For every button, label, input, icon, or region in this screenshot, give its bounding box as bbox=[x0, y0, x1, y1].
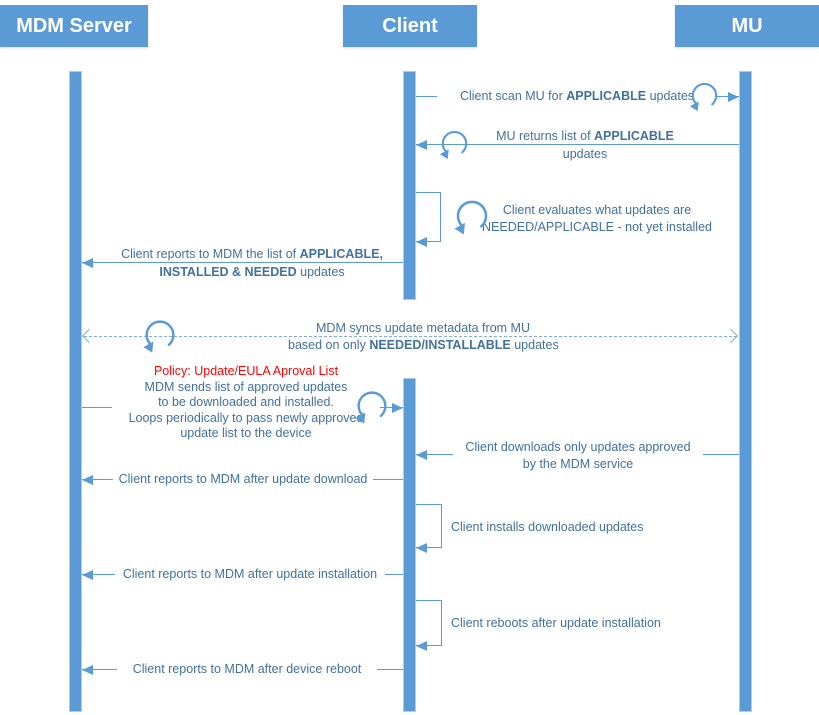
message-label-report-reboot: Client reports to MDM after device reboo… bbox=[117, 661, 377, 677]
message-label-report-install: Client reports to MDM after update insta… bbox=[115, 566, 385, 582]
message-label-evaluates-2: NEEDED/APPLICABLE - not yet installed bbox=[482, 220, 712, 234]
policy-title: Policy: Update/EULA Aproval List bbox=[153, 364, 339, 378]
message-label-reports-list-2: INSTALLED & NEEDED updates bbox=[112, 264, 392, 280]
policy-line-2: to be downloaded and installed. bbox=[158, 395, 334, 409]
policy-line-1: MDM sends list of approved updates bbox=[144, 379, 348, 394]
lifeline-client-upper bbox=[403, 71, 416, 300]
self-message-bracket bbox=[416, 192, 441, 242]
message-label-sync-1: MDM syncs update metadata from MU bbox=[288, 320, 558, 336]
lifeline-mdm bbox=[69, 71, 82, 712]
actor-client: Client bbox=[343, 5, 477, 47]
arrowhead-right bbox=[392, 403, 403, 413]
message-label-downloads-1: Client downloads only updates approved bbox=[453, 439, 703, 455]
policy-annotation: Policy: Update/EULA Aproval List MDM sen… bbox=[112, 364, 380, 442]
arrowhead-left bbox=[416, 237, 427, 247]
message-label-installs: Client installs downloaded updates bbox=[451, 520, 644, 534]
message-label-mu-returns-2: updates bbox=[460, 146, 710, 162]
policy-line-3: Loops periodically to pass newly approve… bbox=[128, 410, 364, 425]
arrowhead-left bbox=[82, 258, 93, 268]
message-label-downloads-2: by the MDM service bbox=[453, 456, 703, 472]
open-arrowhead-left bbox=[81, 328, 97, 344]
lifeline-client-lower bbox=[403, 378, 416, 712]
message-line-dashed bbox=[84, 336, 737, 337]
policy-line-4: update list to the device bbox=[180, 426, 312, 440]
open-arrowhead-right bbox=[723, 328, 739, 344]
message-line bbox=[82, 262, 403, 263]
arrowhead-left bbox=[416, 140, 427, 150]
arrowhead-right bbox=[728, 92, 739, 102]
message-label-evaluates-1: Client evaluates what updates are bbox=[502, 203, 692, 217]
loop-icon bbox=[143, 320, 175, 353]
arrowhead-left bbox=[416, 450, 427, 460]
arrowhead-left bbox=[82, 475, 93, 485]
message-label-reports-list-1: Client reports to MDM the list of APPLIC… bbox=[112, 246, 392, 262]
loop-icon bbox=[689, 82, 718, 112]
arrowhead-left bbox=[82, 570, 93, 580]
self-message-bracket bbox=[416, 504, 442, 548]
message-label-mu-returns-1: MU returns list of APPLICABLE bbox=[460, 128, 710, 144]
loop-icon bbox=[454, 200, 488, 235]
message-label-scan: Client scan MU for APPLICABLE updates bbox=[437, 88, 717, 104]
message-label-report-download: Client reports to MDM after update downl… bbox=[113, 471, 373, 487]
loop-icon bbox=[439, 130, 468, 160]
message-label-sync-2: based on only NEEDED/INSTALLABLE updates bbox=[288, 337, 559, 353]
self-message-bracket bbox=[416, 600, 442, 646]
arrowhead-left bbox=[416, 543, 427, 553]
loop-icon bbox=[355, 391, 387, 424]
message-line bbox=[416, 144, 739, 145]
arrowhead-left bbox=[82, 665, 93, 675]
actor-mdm-server: MDM Server bbox=[0, 5, 148, 47]
arrowhead-left bbox=[416, 641, 427, 651]
actor-mu: MU bbox=[675, 5, 819, 47]
message-label-reboots: Client reboots after update installation bbox=[451, 616, 661, 630]
lifeline-mu bbox=[739, 71, 752, 712]
